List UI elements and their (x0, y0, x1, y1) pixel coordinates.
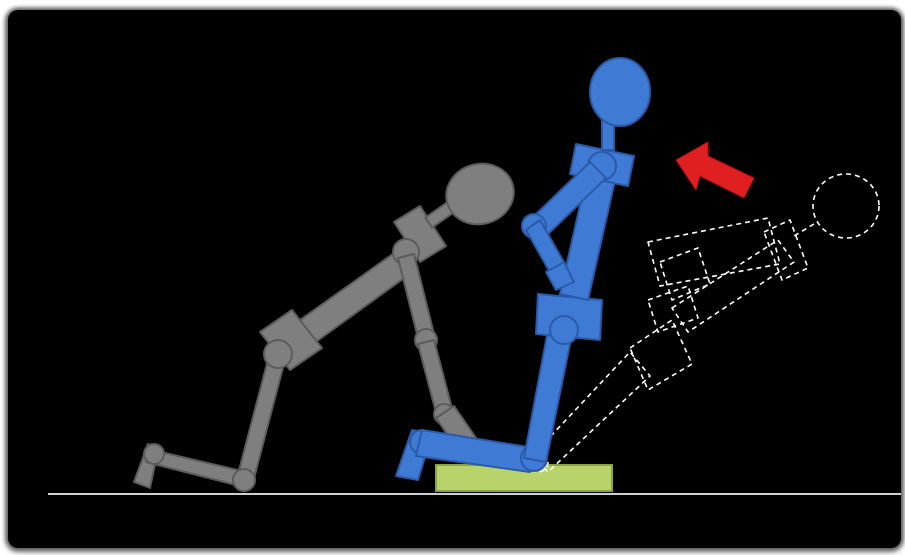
diagram-frame (8, 10, 901, 548)
movement-arrow (676, 142, 754, 198)
reclined-head (813, 174, 879, 238)
reclined-torso (672, 240, 794, 332)
reclined-arm-upper (660, 248, 710, 300)
red-arrow-icon (676, 142, 754, 198)
helper-head (439, 156, 520, 232)
person-head (590, 58, 650, 126)
reclined-neck (794, 224, 814, 236)
sit-to-stand-diagram (8, 10, 901, 548)
person-thigh (524, 330, 572, 462)
reclined-upper-torso (648, 218, 780, 286)
person-hip-joint (550, 316, 578, 344)
helper-hip-joint (264, 340, 292, 368)
helper-thigh (236, 352, 286, 486)
reclined-pelvis (630, 320, 692, 390)
helper-ankle-joint (144, 444, 164, 464)
helper-knee-joint (233, 469, 255, 491)
